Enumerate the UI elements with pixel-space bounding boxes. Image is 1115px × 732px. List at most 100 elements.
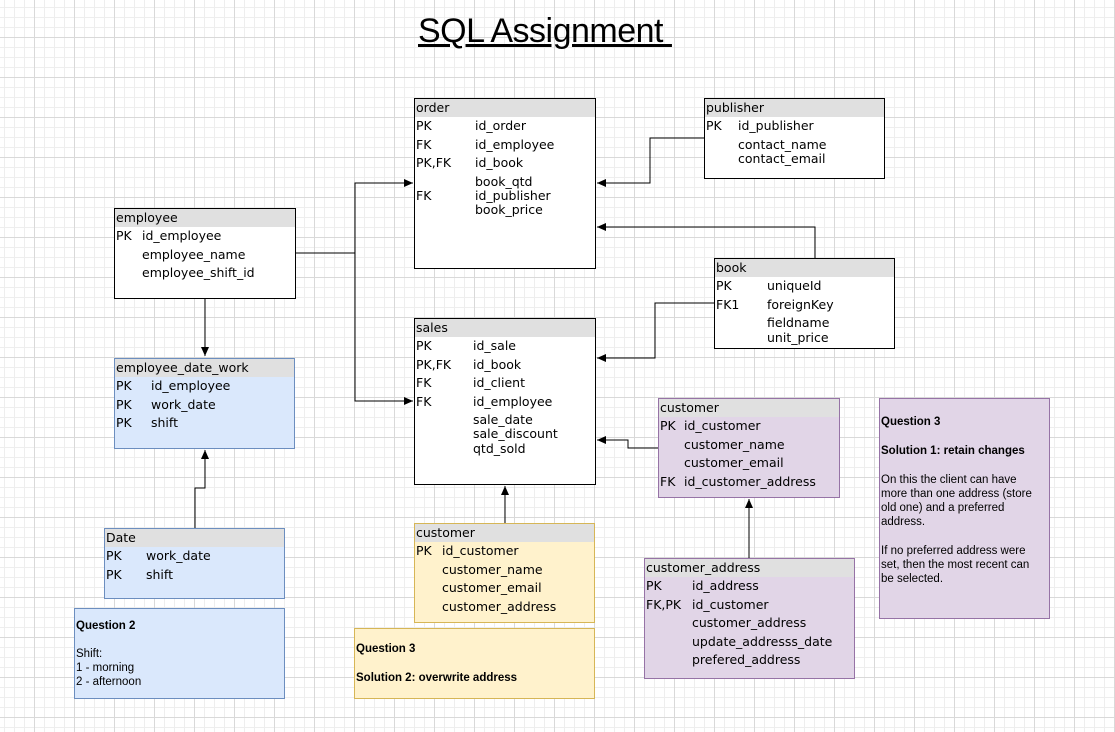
table-customer-purple-header: customer xyxy=(659,399,839,417)
table-customer-address[interactable]: customer_address PK id_address FK,PK id_… xyxy=(644,558,855,679)
table-order-field: id_book xyxy=(475,155,524,170)
table-sales-key: FK xyxy=(416,375,432,390)
table-sales-field: sale_discount xyxy=(473,426,558,441)
edge-employee-order xyxy=(295,179,413,254)
table-customer-purple-field: id_customer_address xyxy=(684,474,816,489)
table-order-field: id_employee xyxy=(475,137,555,152)
table-book-key: PK xyxy=(716,278,732,293)
table-book-field: uniqueId xyxy=(767,278,822,293)
table-employee-date-work-key: PK xyxy=(116,397,132,412)
table-sales-key: FK xyxy=(416,394,432,409)
table-customer-yellow-field: id_customer xyxy=(442,543,519,558)
note-question-2-line: 1 - morning xyxy=(76,662,135,674)
table-employee-date-work-key: PK xyxy=(116,378,132,393)
table-customer-address-field: customer_address xyxy=(692,615,807,630)
table-employee-date-work-field: id_employee xyxy=(151,378,231,393)
table-date[interactable]: Date PK work_date PK shift xyxy=(104,528,285,599)
table-employee[interactable]: employee PK id_employee employee_name em… xyxy=(114,208,296,299)
note-question-3-line: more than one address (store xyxy=(881,488,1032,500)
table-order-field: book_qtd xyxy=(475,174,533,189)
table-book-field: foreignKey xyxy=(767,297,834,312)
table-sales-field: id_employee xyxy=(473,394,553,409)
note-question-2-line: Shift: xyxy=(76,648,103,660)
note-question-3-line: On this the client can have xyxy=(881,474,1017,486)
edge-book-sales xyxy=(597,302,715,362)
note-question-3-line: If no preferred address were xyxy=(881,545,1026,557)
note-question-3-line: address. xyxy=(881,516,926,528)
table-sales-key: PK xyxy=(416,338,432,353)
table-book[interactable]: book PK uniqueId FK1 foreignKey fieldnam… xyxy=(714,258,895,349)
table-date-field: work_date xyxy=(146,548,211,563)
table-sales-field: sale_date xyxy=(473,412,533,427)
table-employee-key: PK xyxy=(116,228,132,243)
table-publisher-field: id_publisher xyxy=(738,118,814,133)
table-customer-yellow-key: PK xyxy=(416,543,432,558)
table-customer-address-field: prefered_address xyxy=(692,652,801,667)
table-employee-date-work-field: work_date xyxy=(151,397,216,412)
note-question-3-solution-2[interactable]: Question 3 Solution 2: overwrite address xyxy=(354,628,595,699)
table-customer-address-field: id_customer xyxy=(692,597,769,612)
table-sales-field: qtd_sold xyxy=(473,441,526,456)
table-date-field: shift xyxy=(146,567,173,582)
table-customer-address-field: id_address xyxy=(692,578,759,593)
table-customer-purple[interactable]: customer PK id_customer customer_name cu… xyxy=(658,398,840,498)
table-order-key: FK xyxy=(416,188,432,203)
note-question-2[interactable]: Question 2 Shift: 1 - morning 2 - aftern… xyxy=(74,608,285,699)
note-question-3-solution: Solution 2: overwrite address xyxy=(356,672,518,684)
table-sales-header: sales xyxy=(415,319,595,337)
note-question-3-solution: Solution 1: retain changes xyxy=(881,445,1025,457)
note-question-3-heading: Question 3 xyxy=(356,643,416,655)
table-book-header: book xyxy=(715,259,894,277)
note-question-3-line: old one) and a preferred xyxy=(881,502,1005,514)
table-customer-address-key: PK xyxy=(646,578,662,593)
table-order-key: PK xyxy=(416,118,432,133)
table-sales-field: id_book xyxy=(473,357,522,372)
table-customer-purple-key: FK xyxy=(660,474,676,489)
table-employee-date-work-header: employee_date_work xyxy=(115,359,294,377)
table-customer-purple-key: PK xyxy=(660,418,676,433)
table-publisher-header: publisher xyxy=(705,99,884,117)
table-customer-purple-field: customer_name xyxy=(684,437,785,452)
edge-publisher-order xyxy=(597,137,705,187)
note-question-3-solution-1[interactable]: Question 3 Solution 1: retain changes On… xyxy=(879,398,1050,619)
table-book-field: fieldname xyxy=(767,315,830,330)
table-sales[interactable]: sales PK id_sale PK,FK id_book FK id_cli… xyxy=(414,318,596,485)
table-customer-yellow[interactable]: customer PK id_customer customer_name cu… xyxy=(414,523,595,623)
table-employee-header: employee xyxy=(115,209,295,227)
note-question-3-line: set, then the most recent can xyxy=(881,559,1030,571)
table-publisher-key: PK xyxy=(706,118,722,133)
table-customer-yellow-field: customer_name xyxy=(442,562,543,577)
note-question-2-heading: Question 2 xyxy=(76,620,136,632)
table-customer-address-field: update_addresss_date xyxy=(692,634,833,649)
table-customer-purple-field: customer_email xyxy=(684,455,784,470)
table-publisher[interactable]: publisher PK id_publisher contact_name c… xyxy=(704,98,885,179)
table-sales-key: PK,FK xyxy=(416,357,452,372)
table-date-key: PK xyxy=(106,567,122,582)
note-question-3-line: be selected. xyxy=(881,573,944,585)
table-employee-field: employee_shift_id xyxy=(142,265,255,280)
diagram-title: SQL Assignment xyxy=(418,12,672,50)
table-order[interactable]: order PK id_order FK id_employee PK,FK i… xyxy=(414,98,596,269)
edge-customer-sales xyxy=(597,436,659,449)
table-employee-date-work[interactable]: employee_date_work PK id_employee PK wor… xyxy=(114,358,295,449)
table-order-header: order xyxy=(415,99,595,117)
table-customer-yellow-field: customer_email xyxy=(442,580,542,595)
table-customer-address-key: FK,PK xyxy=(646,597,682,612)
table-publisher-field: contact_name xyxy=(738,137,827,152)
note-question-2-line: 2 - afternoon xyxy=(76,676,142,688)
table-date-header: Date xyxy=(105,529,284,547)
table-employee-date-work-field: shift xyxy=(151,415,178,430)
note-question-3-heading: Question 3 xyxy=(881,416,941,428)
table-sales-field: id_sale xyxy=(473,338,516,353)
table-order-key: PK,FK xyxy=(416,155,452,170)
table-date-key: PK xyxy=(106,548,122,563)
table-employee-field: employee_name xyxy=(142,247,246,262)
table-order-key: FK xyxy=(416,137,432,152)
edge-book-order xyxy=(597,223,816,258)
table-order-field: id_publisher xyxy=(475,188,551,203)
table-book-key: FK1 xyxy=(716,297,740,312)
table-customer-yellow-field: customer_address xyxy=(442,599,557,614)
table-publisher-field: contact_email xyxy=(738,151,826,166)
table-employee-date-work-key: PK xyxy=(116,415,132,430)
